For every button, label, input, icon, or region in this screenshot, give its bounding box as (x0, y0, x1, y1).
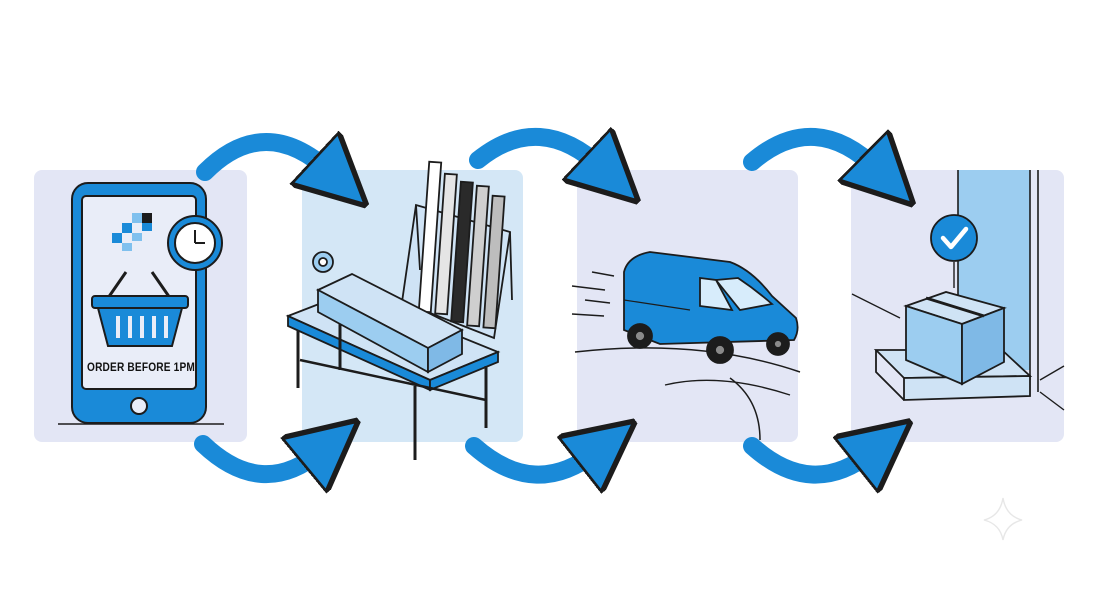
doorstep-parcel-icon (851, 170, 1065, 411)
arrow-bottom-1-2 (194, 444, 320, 474)
shopping-basket-icon (91, 271, 189, 347)
checkmark-badge-icon (930, 214, 978, 262)
arrow-bottom-3-4 (743, 446, 872, 475)
arrow-top-2-3 (469, 137, 602, 168)
sparkle-watermark-icon (983, 497, 1023, 541)
brand-logo-icon (112, 213, 152, 251)
order-cutoff-caption: ORDER BEFORE 1PM (87, 362, 195, 374)
arrow-top-1-2 (196, 142, 330, 172)
delivery-van-icon (571, 251, 801, 441)
workbench-packing-icon (285, 160, 513, 460)
arrow-bottom-2-3 (465, 446, 596, 475)
clock-icon (167, 215, 223, 271)
smartphone-order-icon (58, 182, 224, 425)
arrow-top-3-4 (743, 127, 878, 170)
